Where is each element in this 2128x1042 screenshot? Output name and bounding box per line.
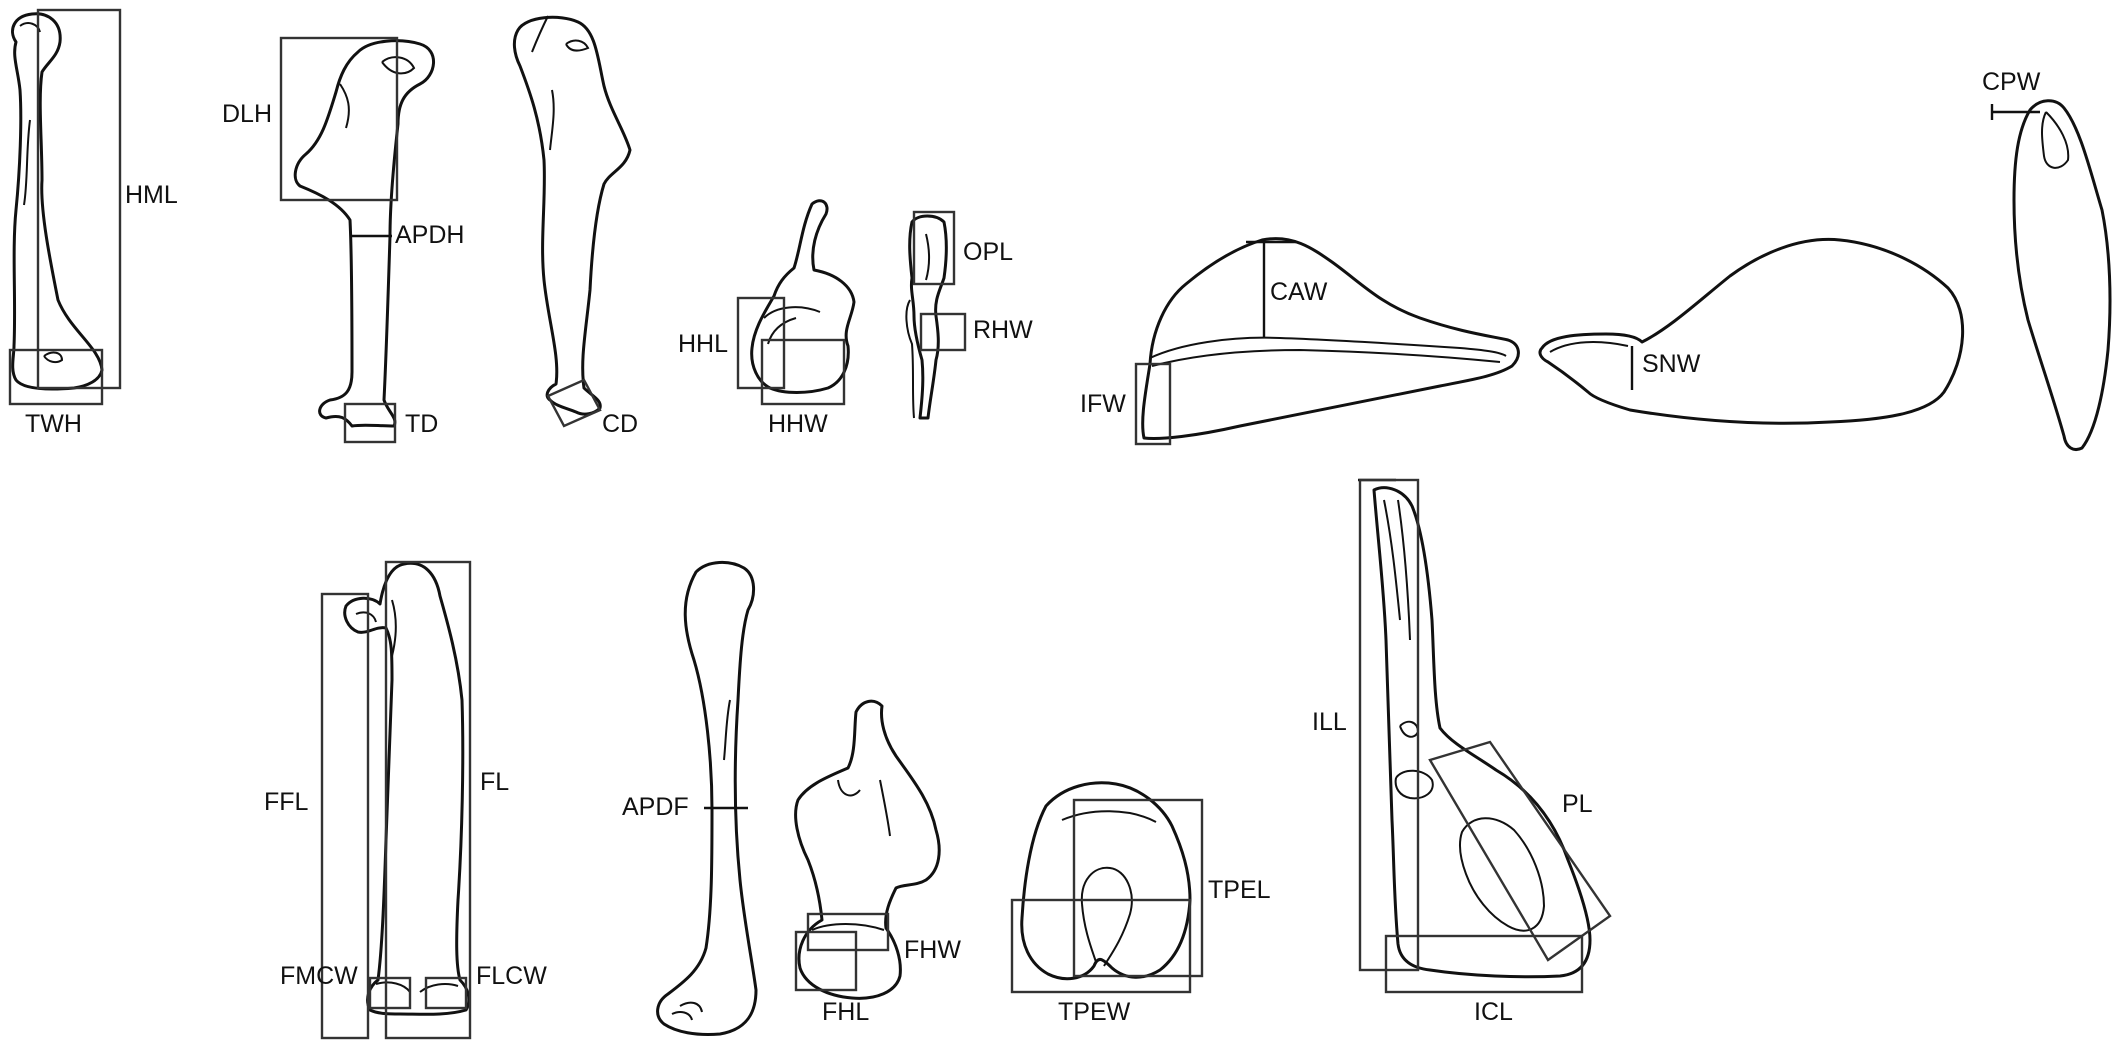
twh-box <box>8 348 104 406</box>
cd-box <box>546 378 602 428</box>
humerus-depth-figure: DLH APDH TD <box>222 36 464 444</box>
tpel-label: TPEL <box>1208 876 1271 904</box>
humerus-length-figure: HML TWH <box>8 8 178 438</box>
hml-label: HML <box>125 181 178 209</box>
icl-box <box>1384 934 1584 994</box>
humeral-head-figure: HHL HHW <box>678 199 856 438</box>
fhw-label: FHW <box>904 936 961 964</box>
hhl-label: HHL <box>678 330 728 358</box>
cpw-label: CPW <box>1982 68 2041 96</box>
femur-depth-figure: APDF <box>622 561 758 1036</box>
rhw-label: RHW <box>973 316 1033 344</box>
dlh-label: DLH <box>222 100 272 128</box>
opl-box <box>912 210 956 286</box>
td-box <box>343 402 397 444</box>
caw-label: CAW <box>1270 278 1328 306</box>
tibia-proximal-figure: TPEL TPEW <box>1010 781 1271 1026</box>
pelvis-outline <box>1372 486 1592 979</box>
icl-label: ICL <box>1474 998 1513 1026</box>
hml-box <box>36 8 122 390</box>
hhw-box <box>760 338 846 406</box>
apdf-label: APDF <box>622 793 689 821</box>
femur-outline <box>656 561 758 1036</box>
scapula-outline <box>1538 237 1965 425</box>
scapula-lateral-figure: CAW IFW <box>1080 237 1520 446</box>
opl-label: OPL <box>963 238 1013 266</box>
scapula-neck-figure: SNW <box>1538 237 1965 425</box>
fhl-box <box>794 930 858 992</box>
ifw-box <box>1134 362 1172 446</box>
twh-label: TWH <box>25 410 82 438</box>
apdh-label: APDH <box>395 221 464 249</box>
humerus-outline <box>293 39 435 428</box>
hhw-label: HHW <box>768 410 828 438</box>
rhw-box <box>919 312 967 352</box>
humerus-outline <box>11 12 104 391</box>
femur-outline <box>343 561 471 1016</box>
pl-label: PL <box>1562 790 1593 818</box>
pl-box <box>1428 740 1612 962</box>
ifw-label: IFW <box>1080 390 1126 418</box>
td-label: TD <box>405 410 438 438</box>
humeral-head-outline <box>750 199 856 394</box>
flcw-box <box>424 976 468 1010</box>
ulna-radius-figure: OPL RHW <box>905 210 1033 420</box>
tpew-label: TPEW <box>1058 998 1131 1026</box>
humerus-outline <box>512 15 632 416</box>
dlh-box <box>279 36 399 202</box>
cd-label: CD <box>602 410 638 438</box>
bone-outline <box>2012 99 2112 451</box>
humerus-condyle-figure: CD <box>512 15 638 438</box>
tpel-box <box>1072 798 1204 978</box>
fmcw-label: FMCW <box>280 962 358 990</box>
snw-label: SNW <box>1642 350 1701 378</box>
ffl-box <box>320 592 370 1040</box>
ulna-outline <box>908 214 948 420</box>
pelvis-figure: ILL PL ICL <box>1312 478 1612 1026</box>
fl-box <box>384 560 472 1040</box>
tpew-box <box>1010 898 1192 994</box>
ill-label: ILL <box>1312 708 1347 736</box>
fhl-label: FHL <box>822 998 869 1026</box>
ffl-label: FFL <box>264 788 309 816</box>
fl-label: FL <box>480 768 509 796</box>
femur-length-figure: FFL FL FMCW FLCW <box>264 560 547 1040</box>
cpw-bone-figure: CPW <box>1982 68 2112 451</box>
scapula-outline <box>1141 237 1520 440</box>
fmcw-box <box>368 976 412 1010</box>
femoral-head-figure: FHW FHL <box>794 699 961 1026</box>
tibia-outline <box>1020 781 1192 981</box>
ill-box <box>1358 478 1420 972</box>
flcw-label: FLCW <box>476 962 547 990</box>
fhw-box <box>806 912 890 952</box>
femoral-head-outline <box>794 699 941 1000</box>
